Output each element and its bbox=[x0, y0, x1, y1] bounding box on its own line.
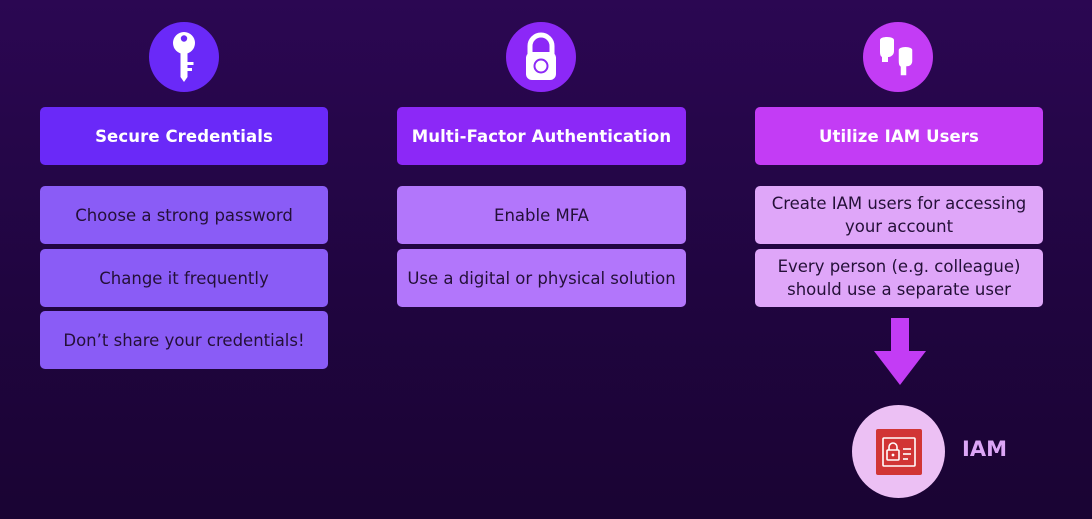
list-item: Use a digital or physical solution bbox=[397, 249, 686, 307]
list-item: Create IAM users for accessing your acco… bbox=[755, 186, 1043, 244]
people-icon bbox=[880, 37, 914, 77]
header-iam-users: Utilize IAM Users bbox=[755, 107, 1043, 165]
down-arrow-icon bbox=[874, 318, 926, 385]
header-mfa: Multi-Factor Authentication bbox=[397, 107, 686, 165]
list-item: Every person (e.g. colleague) should use… bbox=[755, 249, 1043, 307]
list-item: Choose a strong password bbox=[40, 186, 328, 244]
iam-icon-circle bbox=[852, 405, 945, 498]
list-item: Enable MFA bbox=[397, 186, 686, 244]
iam-label: IAM bbox=[962, 437, 1007, 461]
key-icon bbox=[173, 32, 195, 82]
aws-iam-icon bbox=[875, 428, 922, 475]
header-secure-credentials: Secure Credentials bbox=[40, 107, 328, 165]
key-icon-circle bbox=[149, 22, 219, 92]
padlock-icon bbox=[526, 32, 556, 80]
list-item: Don’t share your credentials! bbox=[40, 311, 328, 369]
list-item: Change it frequently bbox=[40, 249, 328, 307]
people-icon-circle bbox=[863, 22, 933, 92]
padlock-icon-circle bbox=[506, 22, 576, 92]
